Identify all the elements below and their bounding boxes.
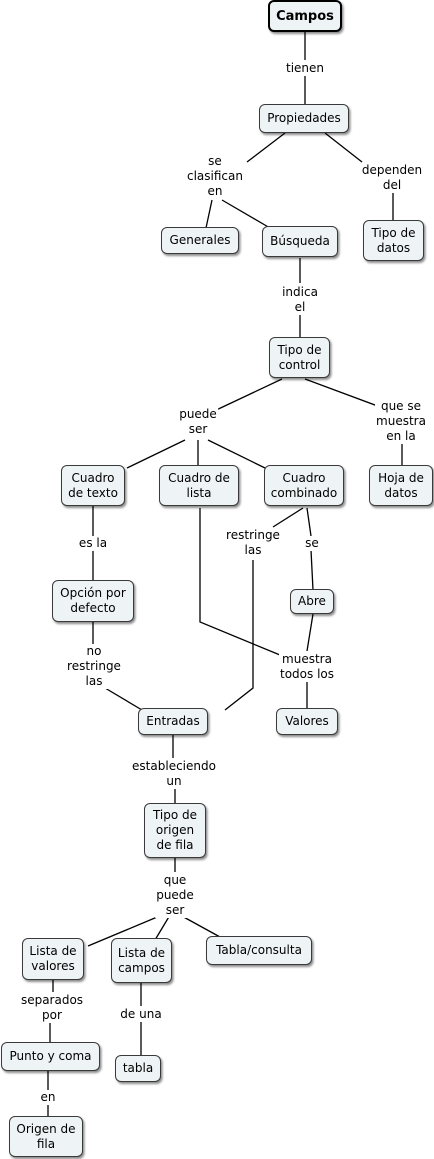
link-se-clasifican-en: se clasifican en — [186, 154, 244, 199]
edge-quepuede-tablaconsulta — [179, 914, 221, 938]
node-tipo-datos[interactable]: Tipo de datos — [363, 220, 424, 261]
node-abre[interactable]: Abre — [290, 589, 334, 614]
link-de-una: de una — [119, 1007, 163, 1022]
link-indica-el: indica el — [281, 285, 319, 315]
node-propiedades[interactable]: Propiedades — [259, 104, 349, 133]
link-que-puede-ser: que puede ser — [155, 873, 195, 918]
link-separados-por: separados por — [19, 993, 85, 1023]
edge-cuadrolista-muestra — [199, 508, 281, 656]
link-puede-ser: puede ser — [178, 407, 218, 437]
node-busqueda[interactable]: Búsqueda — [262, 226, 338, 257]
link-dependen-del: dependen del — [360, 163, 424, 193]
node-lista-valores[interactable]: Lista de valores — [22, 938, 84, 980]
node-cuadro-combinado[interactable]: Cuadro combinado — [264, 465, 344, 506]
node-punto-coma[interactable]: Punto y coma — [1, 1042, 100, 1071]
edge-clasifican-busqueda — [221, 199, 271, 229]
node-lista-campos[interactable]: Lista de campos — [111, 938, 172, 983]
node-tipo-origen[interactable]: Tipo de origen de fila — [144, 803, 206, 858]
node-valores[interactable]: Valores — [276, 708, 338, 735]
edge-tipocontrol-puedeser — [211, 378, 283, 413]
link-en: en — [39, 1090, 57, 1105]
edge-combinado-restringe — [272, 507, 304, 528]
link-que-se-muestra-en-la: que se muestra en la — [375, 399, 427, 444]
edge-clasifican-generales — [205, 199, 213, 229]
link-tienen: tienen — [284, 61, 326, 76]
edge-abre-muestra — [306, 613, 314, 652]
edge-restringe-entradas — [224, 560, 254, 711]
node-hoja-datos[interactable]: Hoja de datos — [369, 465, 433, 506]
node-origen-fila[interactable]: Origen de fila — [9, 1116, 83, 1157]
link-estableciendo-un: estableciendo un — [131, 759, 217, 789]
link-se: se — [304, 536, 320, 551]
node-cuadro-lista[interactable]: Cuadro de lista — [159, 465, 239, 506]
edge-puedeser-cuadrotexto — [126, 439, 186, 469]
node-cuadro-texto[interactable]: Cuadro de texto — [61, 465, 125, 506]
edge-norestringe-entradas — [99, 684, 143, 711]
node-tipo-control[interactable]: Tipo de control — [269, 337, 330, 378]
node-tabla-consulta[interactable]: Tabla/consulta — [206, 936, 312, 965]
edge-quepuede-listacampos — [154, 914, 171, 941]
edge-propiedades-clasifican — [246, 132, 286, 163]
node-opcion-defecto[interactable]: Opción por defecto — [52, 580, 134, 622]
node-campos[interactable]: Campos — [268, 0, 342, 32]
edge-tipocontrol-muestra — [304, 378, 384, 409]
edge-puedeser-combinado — [207, 439, 266, 469]
node-generales[interactable]: Generales — [161, 227, 239, 254]
link-restringe-las: restringe las — [225, 528, 281, 558]
edge-se-abre — [310, 549, 314, 591]
node-entradas[interactable]: Entradas — [138, 708, 208, 735]
link-es-la: es la — [77, 536, 109, 551]
link-no-restringe-las: no restringe las — [66, 644, 122, 689]
node-tabla[interactable]: tabla — [115, 1055, 161, 1082]
edge-quepuede-listavalores — [87, 914, 163, 947]
edge-combinado-se — [306, 507, 312, 537]
edge-propiedades-dependen — [324, 132, 363, 163]
link-muestra-todos-los: muestra todos los — [279, 652, 335, 682]
